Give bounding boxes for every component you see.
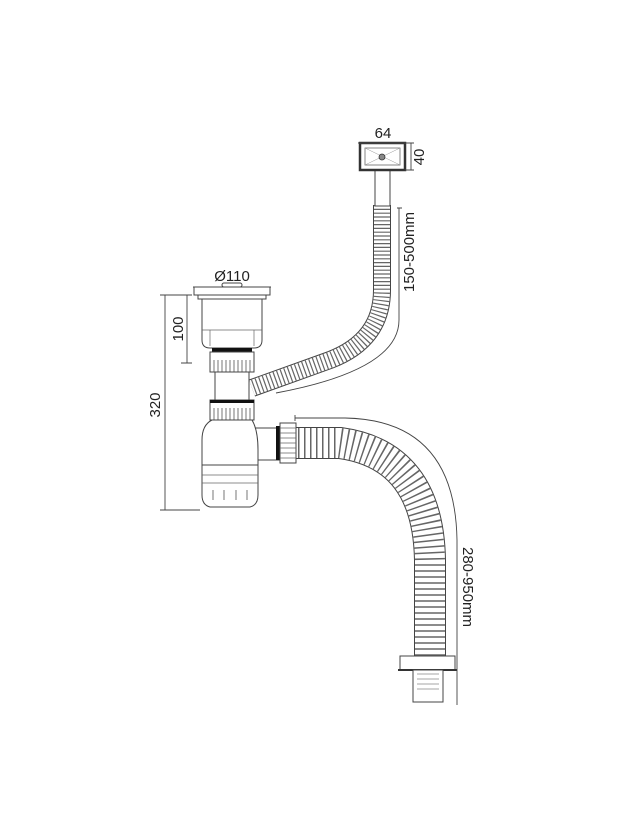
coupling-nut-upper [209,351,255,373]
strainer-diameter-label: Ø110 [214,268,250,285]
bottle-trap [201,419,297,508]
overflow-width-label: 64 [375,125,392,142]
coupling-nut-lower [209,399,255,421]
overflow-hose [248,169,391,397]
tailpiece [214,371,250,401]
dimension-lines [160,142,458,705]
strainer-height-label: 100 [170,316,187,341]
overflow-hose-length-label: 150-500mm [401,212,418,292]
outlet-hose [292,427,457,703]
overflow-grate [358,141,407,172]
total-height-label: 320 [147,392,164,417]
overflow-height-label: 40 [411,149,428,166]
strainer-basket [193,282,271,352]
outlet-hose-length-label: 280-950mm [459,547,476,627]
